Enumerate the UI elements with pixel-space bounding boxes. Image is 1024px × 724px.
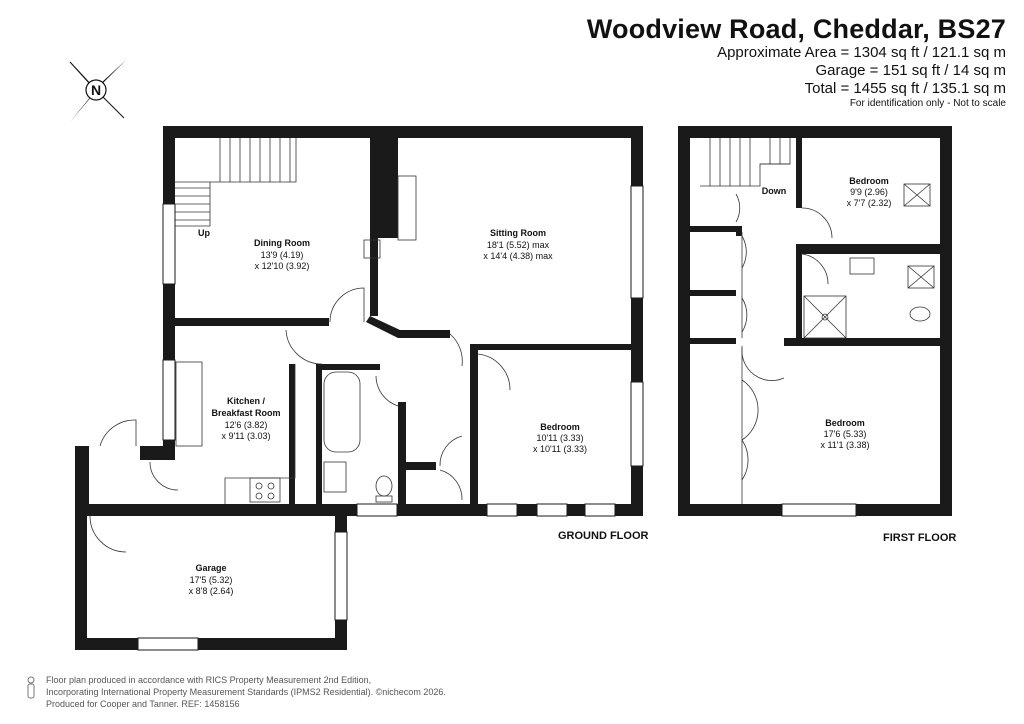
ground-bedroom-name: Bedroom [540,422,580,432]
page-title: Woodview Road, Cheddar, BS27 [586,14,1006,44]
compass-icon: N [69,60,126,122]
basin-icon [323,461,347,493]
first-floor-walls [678,126,952,516]
bathtub-icon [323,371,361,453]
dining-room-name: Dining Room [254,238,310,248]
shower-icon [803,295,847,339]
total-area: Total = 1455 sq ft / 135.1 sq m [804,80,1006,97]
sitting-room-dim2: x 14'4 (4.38) max [483,251,553,261]
disclaimer: For identification only - Not to scale [849,98,1006,109]
basin-icon-first [849,257,875,275]
footer-line-1: Floor plan produced in accordance with R… [46,675,372,685]
first-door-swings [735,193,833,504]
garage-name: Garage [195,563,226,573]
first-fixtures [803,183,935,339]
ground-stairs [175,138,297,227]
ground-floor-windows [137,185,644,651]
footer-line-2: Incorporating International Property Mea… [46,687,446,697]
compass-letter: N [91,82,101,98]
ground-floor-walls [75,126,643,650]
ground-floor-label: GROUND FLOOR [558,530,649,542]
sitting-room-dim1: 18'1 (5.52) max [487,240,550,250]
room-labels: Up Down Dining Room 13'9 (4.19) x 12'10 … [189,176,892,596]
garage-dim2: x 8'8 (2.64) [189,586,234,596]
kitchen-dim2: x 9'11 (3.03) [221,431,270,441]
hob-icon [249,477,281,503]
ground-bedroom-dim2: x 10'11 (3.33) [533,444,587,454]
first-bedroom-large-name: Bedroom [825,418,865,428]
toilet-icon-first [909,306,931,322]
ground-door-swings [89,287,511,553]
dining-room-dim1: 13'9 (4.19) [261,250,304,260]
first-bedroom-small-dim1: 9'9 (2.96) [850,187,888,197]
kitchen-dim1: 12'6 (3.82) [225,420,268,430]
kitchen-name-1: Kitchen / [227,396,266,406]
stairs-down-label: Down [762,186,787,196]
garage-dim1: 17'5 (5.32) [190,575,233,585]
ground-fixtures [175,175,417,504]
approx-area: Approximate Area = 1304 sq ft / 121.1 sq… [717,44,1006,61]
first-bedroom-large-dim1: 17'6 (5.33) [824,429,867,439]
skylight-icon [903,183,931,207]
garage-area: Garage = 151 sq ft / 14 sq m [815,62,1006,79]
first-floor-label: FIRST FLOOR [883,532,957,544]
sitting-room-name: Sitting Room [490,228,546,238]
first-bedroom-small-name: Bedroom [849,176,889,186]
first-floor-stairs [700,138,791,187]
first-floor-windows [781,503,857,517]
stairs-up-label: Up [198,228,210,238]
kitchen-name-2: Breakfast Room [211,408,280,418]
toilet-icon [375,475,393,497]
footer-line-3: Produced for Cooper and Tanner. REF: 145… [46,699,240,709]
ground-bedroom-dim1: 10'11 (3.33) [536,433,583,443]
first-bedroom-large-dim2: x 11'1 (3.38) [820,440,869,450]
dining-room-dim2: x 12'10 (3.92) [255,261,310,271]
first-bedroom-small-dim2: x 7'7 (2.32) [847,198,892,208]
person-icon [27,676,35,699]
